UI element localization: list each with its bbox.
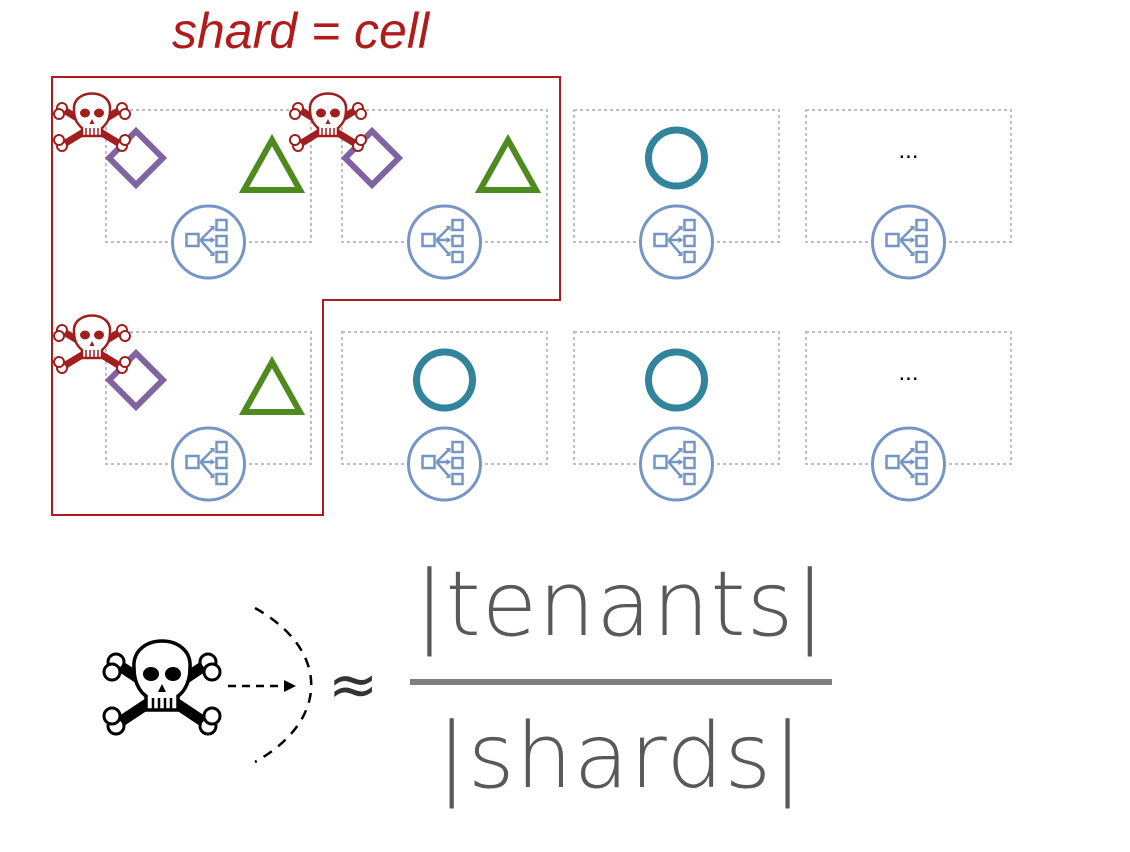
tenant-circle [413,348,476,412]
tenant-circle [645,126,708,190]
tenant-triangle [238,133,306,193]
denominator-shards: |shards| [436,704,804,809]
numerator-tenants: |tenants| [414,552,826,657]
tenant-triangle [238,355,306,415]
cell [573,331,780,502]
skull-crossbones-icon [102,639,222,736]
cell: ... [805,109,1012,280]
cell [573,109,780,280]
ellipsis-label: ... [898,137,918,164]
tenant-triangle [474,133,542,193]
approx-symbol: ≈ [328,650,379,720]
tenant-circle [645,348,708,412]
ellipsis-label: ... [898,359,918,386]
shard-outline [51,76,561,516]
arrow-head [284,680,296,692]
dashed-arrow [228,606,313,764]
diagram-title: shard = cell [172,3,430,59]
cell [341,331,548,502]
cell: ... [805,331,1012,502]
